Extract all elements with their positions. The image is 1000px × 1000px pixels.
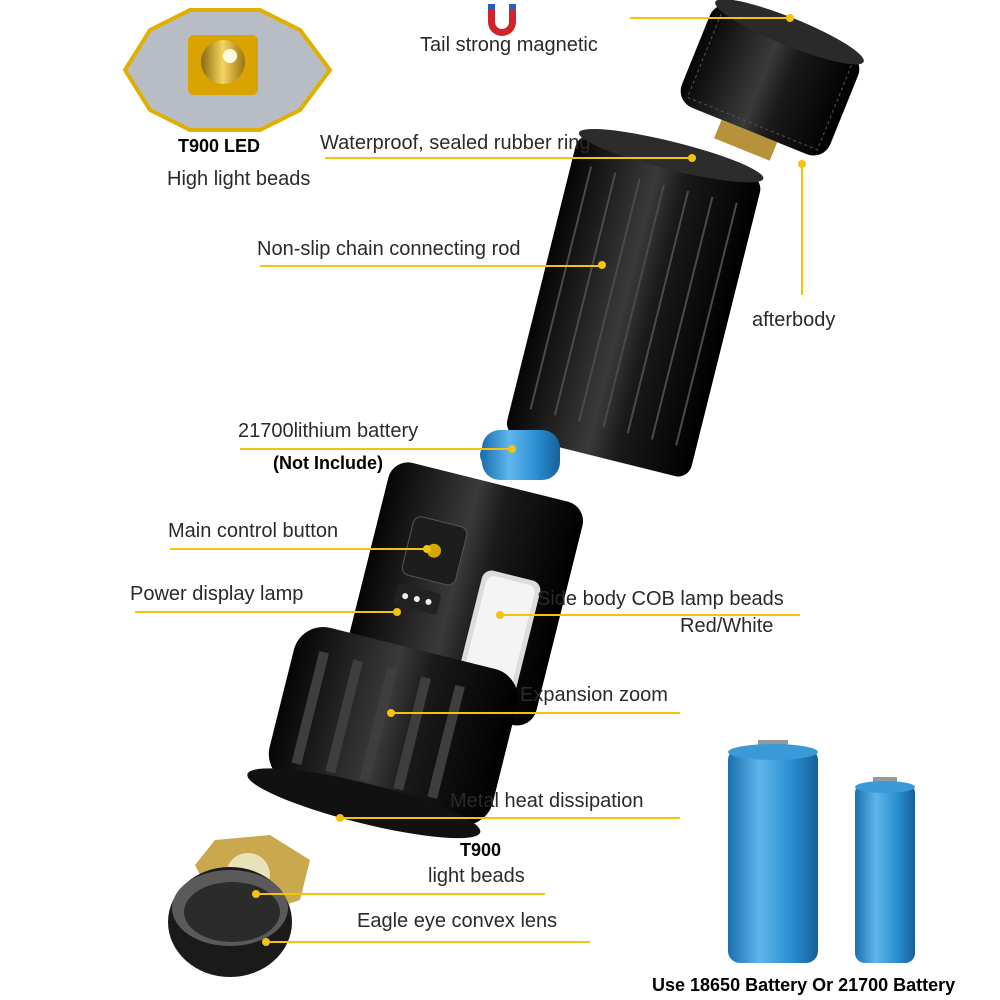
label-nonslip: Non-slip chain connecting rod	[257, 238, 521, 260]
leader-afterbody	[801, 165, 803, 295]
leader-dot	[688, 154, 696, 162]
label-led-model: T900 LED	[178, 136, 261, 156]
leader-dot	[798, 160, 806, 168]
label-lens: Eagle eye convex lens	[357, 910, 558, 932]
magnet-icon	[488, 4, 516, 36]
leader-zoom	[390, 712, 680, 714]
tail-cap	[680, 0, 864, 161]
leader-dot	[387, 709, 395, 717]
label-cob-colors: Red/White	[680, 615, 774, 637]
leader-button	[170, 548, 425, 550]
leader-dot	[393, 608, 401, 616]
leader-cob	[500, 614, 800, 616]
leader-power	[135, 611, 395, 613]
leader-dot	[252, 890, 260, 898]
label-tail-magnetic: Tail strong magnetic	[420, 34, 598, 56]
label-beads-model: T900	[460, 840, 502, 860]
label-battery: 21700lithium battery	[238, 420, 419, 442]
leader-battery	[240, 448, 510, 450]
leader-dot	[262, 938, 270, 946]
leader-dot	[423, 545, 431, 553]
battery-cell	[480, 430, 560, 480]
leader-waterproof	[325, 157, 690, 159]
leader-dot	[496, 611, 504, 619]
flashlight-head	[247, 462, 584, 839]
leader-heat	[340, 817, 680, 819]
battery-18650	[855, 777, 915, 963]
connecting-rod	[506, 128, 764, 477]
label-battery-types: Use 18650 Battery Or 21700 Battery	[652, 975, 956, 995]
label-afterbody: afterbody	[752, 309, 836, 331]
leader-beads	[255, 893, 545, 895]
label-power-lamp: Power display lamp	[130, 583, 304, 605]
battery-21700	[728, 740, 818, 963]
led-chip-icon	[122, 8, 333, 132]
leader-dot	[336, 814, 344, 822]
leader-tail	[630, 17, 790, 19]
leader-lens	[265, 941, 590, 943]
label-zoom: Expansion zoom	[520, 684, 668, 706]
leader-dot	[508, 445, 516, 453]
convex-lens	[168, 867, 292, 977]
label-beads-sub: light beads	[428, 865, 525, 887]
leader-nonslip	[260, 265, 600, 267]
label-cob-beads: Side body COB lamp beads	[537, 588, 784, 610]
label-battery-note: (Not Include)	[273, 453, 383, 473]
leader-dot	[786, 14, 794, 22]
label-main-button: Main control button	[168, 520, 339, 542]
leader-dot	[598, 261, 606, 269]
label-heat: Metal heat dissipation	[450, 790, 644, 812]
label-led-sub: High light beads	[167, 168, 311, 190]
label-waterproof: Waterproof, sealed rubber ring	[320, 132, 591, 154]
